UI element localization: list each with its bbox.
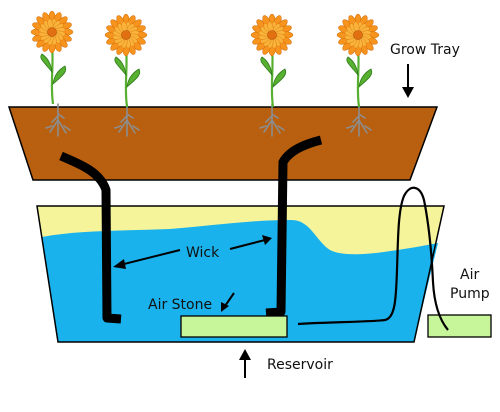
reservoir-outline <box>36 205 445 343</box>
plant-4-leaf-right <box>358 68 373 89</box>
wick-left <box>59 151 122 324</box>
plant-3-roots <box>259 103 285 137</box>
labels: Grow Tray Wick Air Stone Air Pump Reserv… <box>148 42 490 373</box>
plant-4-petals <box>336 13 380 57</box>
plant-4-flower <box>336 13 380 108</box>
plant-2-leaf-left <box>114 56 127 77</box>
plant-1-flower-center <box>47 27 57 37</box>
reservoir <box>36 205 445 343</box>
air-pump <box>427 314 492 338</box>
plant-3-flower <box>250 13 294 108</box>
roots <box>45 103 372 137</box>
grow-tray-body <box>7 106 439 181</box>
air-stone-arrow <box>221 292 235 312</box>
air-stone-label: Air Stone <box>148 297 212 313</box>
plant-3-flower-center <box>267 30 277 40</box>
flowers <box>30 10 380 108</box>
plant-4-roots <box>346 103 372 137</box>
plant-1-petals <box>30 10 74 54</box>
air-pump-label-line1: Air <box>460 267 479 283</box>
air-tube <box>297 186 449 331</box>
air-pump-label-line2: Pump <box>450 286 490 302</box>
wicks <box>59 135 323 324</box>
grow-tray-arrow <box>402 64 414 98</box>
wick-arrow-left <box>113 249 181 269</box>
plant-1-leaf-right <box>52 65 67 86</box>
plant-1-flower <box>30 10 74 105</box>
wick-arrow-right <box>229 235 272 250</box>
reservoir-arrow <box>239 349 251 378</box>
reservoir-label: Reservoir <box>267 357 333 373</box>
plant-2-flower-center <box>121 30 131 40</box>
arrows <box>113 64 414 378</box>
plant-1-roots <box>45 103 71 137</box>
plant-1-leaf-left <box>40 53 53 74</box>
plant-4-flower-center <box>353 30 363 40</box>
plant-2-flower <box>104 13 148 108</box>
wick-right <box>265 135 323 318</box>
grow-tray-label: Grow Tray <box>390 42 460 58</box>
reservoir-water <box>42 219 438 342</box>
plant-2-leaf-right <box>126 68 141 89</box>
plant-3-leaf-left <box>260 56 273 77</box>
plant-4-leaf-left <box>346 56 359 77</box>
grow-tray <box>7 106 439 181</box>
plant-2-roots <box>114 103 140 137</box>
plant-3-leaf-right <box>272 68 287 89</box>
air-stone <box>180 315 288 338</box>
wick-label: Wick <box>186 245 220 261</box>
